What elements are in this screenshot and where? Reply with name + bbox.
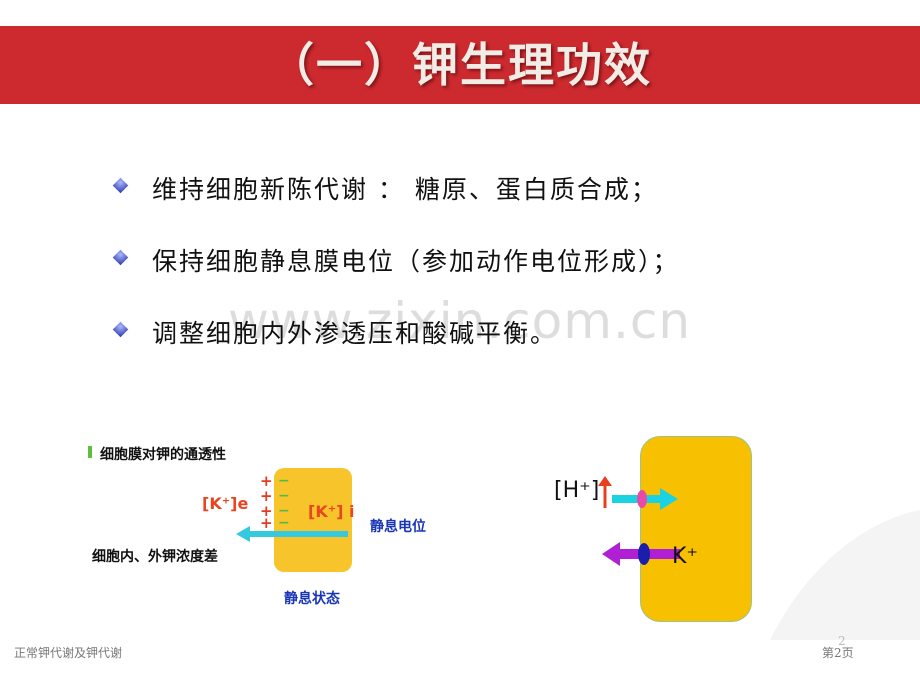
resting-potential-label: 静息电位 <box>370 519 426 535</box>
diamond-bullet-icon <box>112 177 129 194</box>
plus-sign: + <box>260 502 273 520</box>
slide-title: （一）钾生理功效 <box>268 38 652 92</box>
k-outside-label: [K⁺]e <box>202 494 249 513</box>
diamond-bullet-icon <box>112 321 129 338</box>
bullet-item: 维持细胞新陈代谢 ： 糖原、蛋白质合成； <box>112 166 852 238</box>
title-bar: （一）钾生理功效 <box>0 26 920 104</box>
minus-sign: − <box>278 488 290 504</box>
diamond-bullet-icon <box>112 249 129 266</box>
bullet-item: 调整细胞内外渗透压和酸碱平衡。 <box>112 310 852 382</box>
bullet-text: 维持细胞新陈代谢 ： 糖原、蛋白质合成； <box>152 175 658 204</box>
membrane-permeability-diagram: 细胞膜对钾的通透性 [K⁺]e [K⁺] i + + + + − − − − 静… <box>86 436 476 616</box>
diagram-bullet-marker <box>88 446 92 458</box>
bullet-item: 保持细胞静息膜电位（参加动作电位形成）； <box>112 238 852 310</box>
plus-sign: + <box>260 514 273 532</box>
resting-state-label: 静息状态 <box>284 591 340 607</box>
background-shape <box>770 510 920 640</box>
minus-sign: − <box>278 503 290 519</box>
h-influx-arrow-icon <box>612 488 678 510</box>
k-inside-label: [K⁺] i <box>308 502 355 521</box>
plus-sign: + <box>260 472 273 490</box>
bullet-text: 保持细胞静息膜电位（参加动作电位形成）； <box>152 247 680 276</box>
up-arrow-icon <box>598 476 612 508</box>
cell-body <box>274 468 352 572</box>
footer-title: 正常钾代谢及钾代谢 <box>14 646 123 660</box>
concentration-diff-label: 细胞内、外钾浓度差 <box>92 549 218 565</box>
diagram-title: 细胞膜对钾的通透性 <box>100 447 226 463</box>
h-k-exchange-diagram: [H⁺] K⁺ <box>520 420 920 640</box>
bullet-list: 维持细胞新陈代谢 ： 糖原、蛋白质合成； 保持细胞静息膜电位（参加动作电位形成）… <box>112 166 852 382</box>
k-efflux-arrow-icon <box>602 542 680 566</box>
minus-sign: − <box>278 515 290 531</box>
k-ion-label: K⁺ <box>672 544 699 569</box>
footer-page: 第2页 <box>822 646 854 660</box>
k-efflux-arrow-icon <box>236 526 348 542</box>
plus-sign: + <box>260 487 273 505</box>
page-number: 2 <box>838 634 846 648</box>
cell-body <box>640 436 752 622</box>
minus-sign: − <box>278 473 290 489</box>
bullet-text: 调整细胞内外渗透压和酸碱平衡。 <box>152 319 558 348</box>
h-ion-label: [H⁺] <box>554 478 600 503</box>
watermark: www.zixin.com.cn <box>228 292 692 350</box>
